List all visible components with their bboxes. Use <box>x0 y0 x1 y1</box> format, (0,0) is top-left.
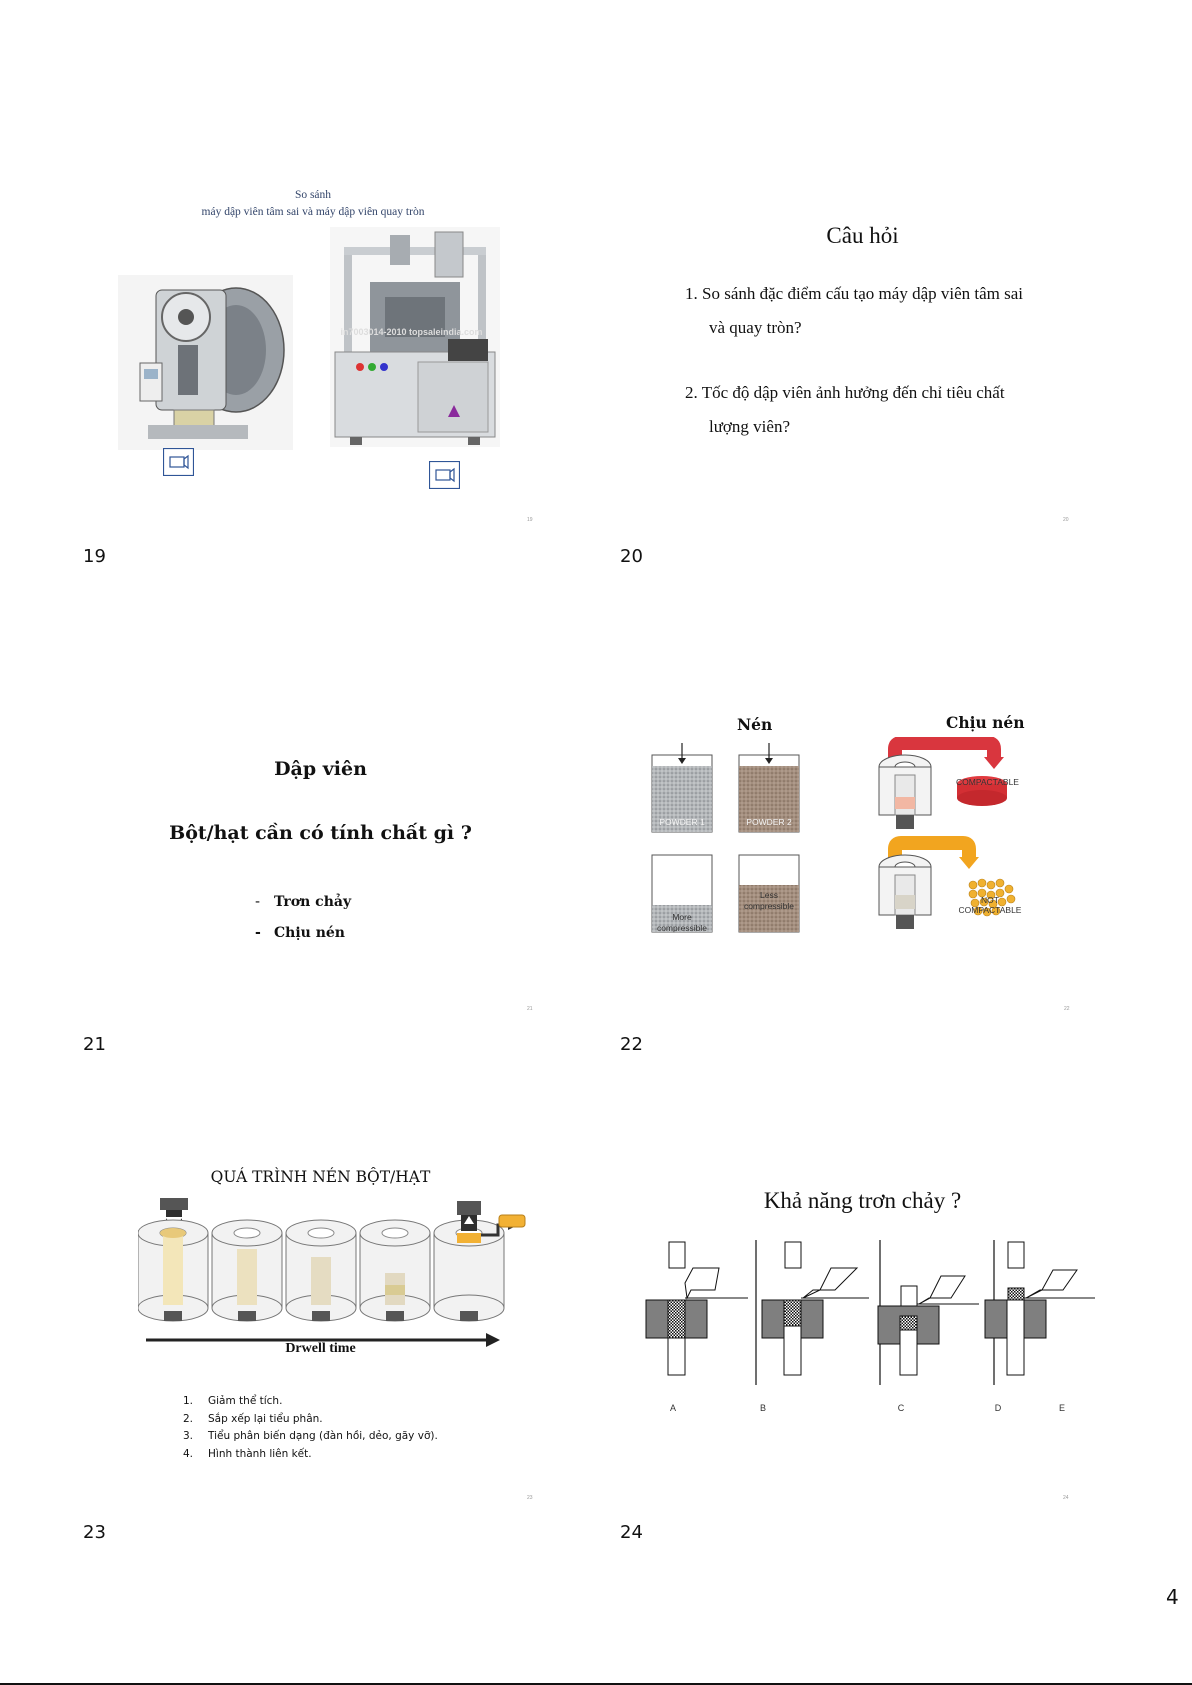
page-bottom-rule <box>0 1683 1192 1685</box>
step-number: 1. <box>183 1395 194 1407</box>
slide-19-title-line1: So sánh <box>294 189 332 201</box>
slide-23-label: 23 <box>83 1522 106 1543</box>
slide-21-title: Dập viên <box>274 758 367 780</box>
step-text: Giảm thể tích. <box>208 1395 283 1407</box>
drwell-time-label: Drwell time <box>285 1341 356 1356</box>
slide-21-label: 21 <box>83 1034 106 1055</box>
heading-compression: Nén <box>737 715 773 734</box>
step-number: 2. <box>183 1412 194 1425</box>
slide-21-corner-number: 21 <box>527 1006 533 1012</box>
slide-23-title: QUÁ TRÌNH NÉN BỘT/HẠT <box>210 1168 431 1186</box>
list-item: 3. Tiểu phân biến dạng (đàn hồi, dẻo, gãy… <box>183 1428 438 1446</box>
question-2-line2: lượng viên? <box>709 417 790 436</box>
slide-19-corner-number: 19 <box>527 517 533 523</box>
question-1-line1: 1. So sánh đặc điểm cấu tạo máy dập viên… <box>685 284 1024 303</box>
bullet-mark: - <box>255 925 261 941</box>
rotary-press-watermark: in7003014-2010 topsaleindia.com <box>340 327 483 337</box>
panel-letter: C <box>897 1403 905 1413</box>
more-compressible-line2: compressible <box>656 923 708 933</box>
eccentric-press-image <box>118 275 293 450</box>
slide-21-question: Bột/hạt cần có tính chất gì ? <box>169 822 472 844</box>
step-number: 3. <box>183 1430 194 1442</box>
slide-21: Dập viên Bột/hạt cần có tính chất gì ? -… <box>88 665 538 1012</box>
step-text: Sắp xếp lại tiểu phân. <box>208 1412 323 1425</box>
slide-24: Khả năng trơn chảy ? <box>625 1155 1095 1501</box>
slide-22: Nén Chịu nén POWDER 1 POWDER 2 More comp… <box>625 665 1075 1012</box>
slide-24-label: 24 <box>620 1522 643 1543</box>
slide-20-corner-number: 20 <box>1063 517 1069 523</box>
list-item: 1. Giảm thể tích. <box>183 1393 438 1411</box>
list-item: 2. Sắp xếp lại tiểu phân. <box>183 1411 438 1429</box>
slide-22-label: 22 <box>620 1034 643 1055</box>
less-compressible-line2: compressible <box>743 901 795 911</box>
rotary-press-image <box>330 227 500 447</box>
slide-20: Câu hỏi 1. So sánh đặc điểm cấu tạo máy … <box>625 175 1075 523</box>
slide-20-title: Câu hỏi <box>826 223 899 248</box>
list-item: - Trơn chảy <box>255 894 351 925</box>
slide-24-corner-number: 24 <box>1063 1495 1069 1501</box>
slide-19-title-line2: máy dập viên tâm sai và máy dập viên qua… <box>201 206 425 218</box>
video-icon[interactable] <box>163 448 194 476</box>
not-compactable-line2: COMPACTABLE <box>958 905 1022 915</box>
not-compactable-line1: NOT <box>981 895 999 905</box>
step-text: Tiểu phân biến dạng (đàn hồi, dẻo, gãy v… <box>208 1430 438 1442</box>
more-compressible-line1: More <box>672 912 692 922</box>
bullet-text: Trơn chảy <box>274 894 352 910</box>
panel-letter: E <box>1058 1403 1065 1413</box>
question-1-line2: và quay tròn? <box>709 318 802 337</box>
slide-24-title: Khả năng trơn chảy ? <box>763 1188 962 1213</box>
slide-19: So sánh máy dập viên tâm sai và máy dập … <box>88 175 538 523</box>
question-2-line1: 2. Tốc độ dập viên ảnh hưởng đến chỉ tiê… <box>685 383 1005 402</box>
compression-diagram <box>651 743 800 933</box>
step-number: 4. <box>183 1447 194 1460</box>
compactable-label: COMPACTABLE <box>956 777 1019 787</box>
powder-1-label: POWDER 1 <box>659 817 705 827</box>
slide-19-label: 19 <box>83 546 106 567</box>
video-icon[interactable] <box>429 461 460 489</box>
powder-2-label: POWDER 2 <box>746 817 792 827</box>
panel-letter: B <box>759 1403 766 1413</box>
panel-letter: A <box>669 1403 676 1413</box>
flowability-diagram <box>645 1240 1095 1385</box>
bullet-text: Chịu nén <box>274 925 345 941</box>
list-item: 4. Hình thành liên kết. <box>183 1446 438 1464</box>
process-steps: 1. Giảm thể tích. 2. Sắp xếp lại tiểu phân… <box>183 1393 438 1463</box>
heading-compressibility: Chịu nén <box>946 713 1025 732</box>
less-compressible-line1: Less <box>760 890 778 900</box>
compactability-diagram <box>878 737 1016 929</box>
step-text: Hình thành liên kết. <box>208 1447 312 1460</box>
slide-20-label: 20 <box>620 546 643 567</box>
compression-process-diagram <box>138 1198 526 1347</box>
page-number: 4 <box>1166 1585 1179 1609</box>
bullet-list: - Trơn chảy - Chịu nén <box>255 894 351 956</box>
slide-22-corner-number: 22 <box>1064 1006 1070 1012</box>
panel-letter: D <box>994 1403 1002 1413</box>
granule-cluster <box>968 878 1016 917</box>
list-item: - Chịu nén <box>255 925 351 956</box>
slide-23-corner-number: 23 <box>527 1495 533 1501</box>
bullet-mark: - <box>255 894 261 910</box>
slide-23: QUÁ TRÌNH NÉN BỘT/HẠT <box>88 1155 538 1501</box>
